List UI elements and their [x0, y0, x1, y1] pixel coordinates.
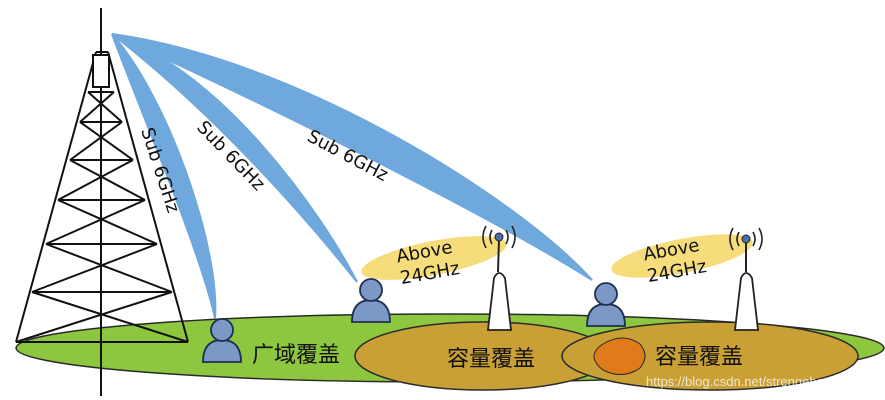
small-cell-icon: [733, 234, 760, 331]
above24-beam-b: [611, 234, 753, 278]
signal-wave-icon: [729, 227, 763, 251]
capacity-coverage-label-1: 容量覆盖: [447, 347, 535, 372]
sub6-beam-c: [111, 33, 593, 281]
macro-tower-icon: [15, 8, 189, 396]
signal-wave-icon: [482, 225, 516, 249]
user-icon: [351, 278, 391, 323]
watermark: https://blog.csdn.net/strengeboy: [646, 374, 831, 389]
sub6-beam-b: [111, 33, 358, 283]
capacity-overlap: [593, 337, 646, 375]
small-cell-icon: [486, 232, 513, 331]
sub6-beam-a: [111, 33, 217, 319]
above24-label-b: Above 24GHz: [642, 234, 711, 287]
wide-area-coverage-label: 广域覆盖: [252, 343, 340, 368]
capacity-coverage-label-2: 容量覆盖: [655, 345, 743, 370]
above24-label-a: Above 24GHz: [395, 236, 464, 289]
above24-beam-a: [361, 236, 507, 280]
user-icon: [586, 282, 626, 327]
capacity-zone-2: [561, 321, 859, 391]
user-icon: [202, 318, 242, 363]
